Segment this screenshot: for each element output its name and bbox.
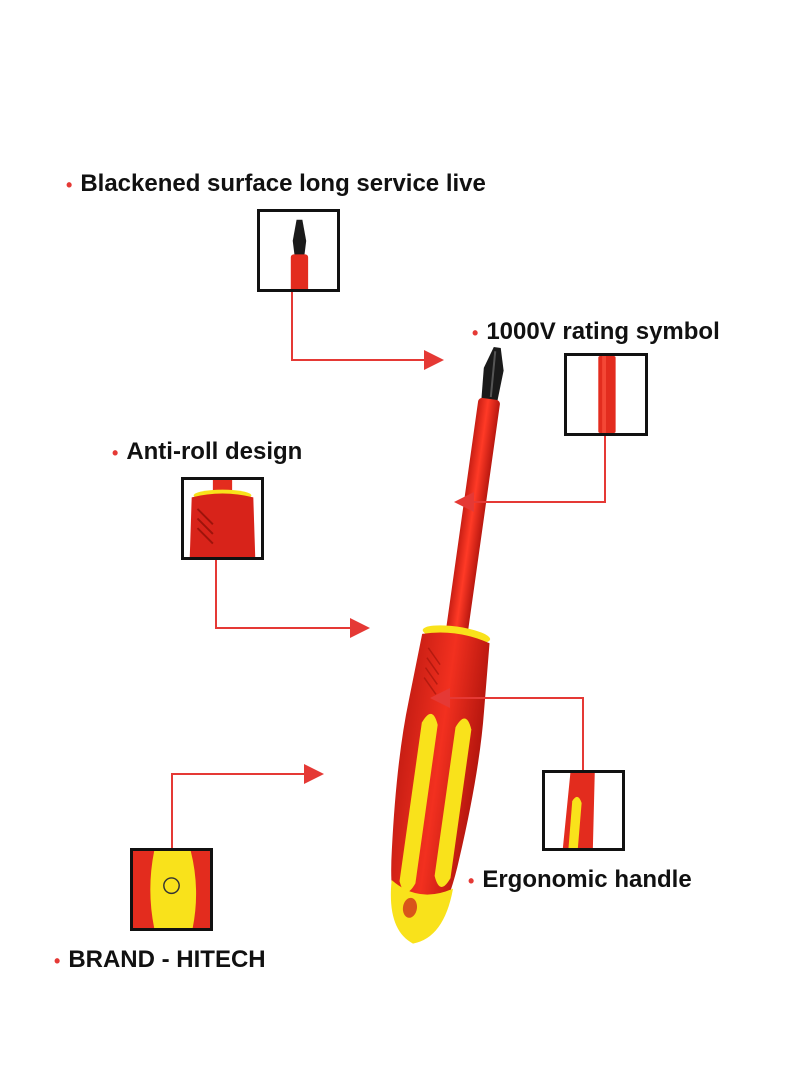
bullet-icon: • [66,174,73,195]
connector-brand [171,764,324,848]
detail-thumb-collar [181,477,264,560]
connector-rating [454,436,606,512]
bullet-icon: • [112,442,119,463]
feature-label-blackened: •Blackened surface long service live [66,170,486,197]
detail-thumb-handle [542,770,625,851]
detail-thumb-shaft [564,353,648,436]
bullet-icon: • [472,322,479,343]
bullet-icon: • [468,870,475,891]
handle-closeup-image [562,773,595,848]
feature-label-rating: •1000V rating symbol [472,318,720,345]
screwdriver-shaft [446,397,500,633]
shaft-closeup-image [598,356,616,433]
detail-thumb-brand [130,848,213,931]
feature-label-ergonomic: •Ergonomic handle [468,866,692,893]
brand-closeup-image [133,851,210,928]
tip-closeup-image [290,219,309,289]
detail-thumb-tip [257,209,340,292]
feature-label-brand: •BRAND - HITECH [54,946,266,973]
connector-blackened [291,292,444,370]
feature-label-antiroll: •Anti-roll design [112,438,303,465]
bullet-icon: • [54,950,61,971]
connector-antiroll [215,560,370,638]
screwdriver [390,347,504,944]
connector-ergonomic [430,688,584,770]
collar-closeup-image [189,480,256,557]
